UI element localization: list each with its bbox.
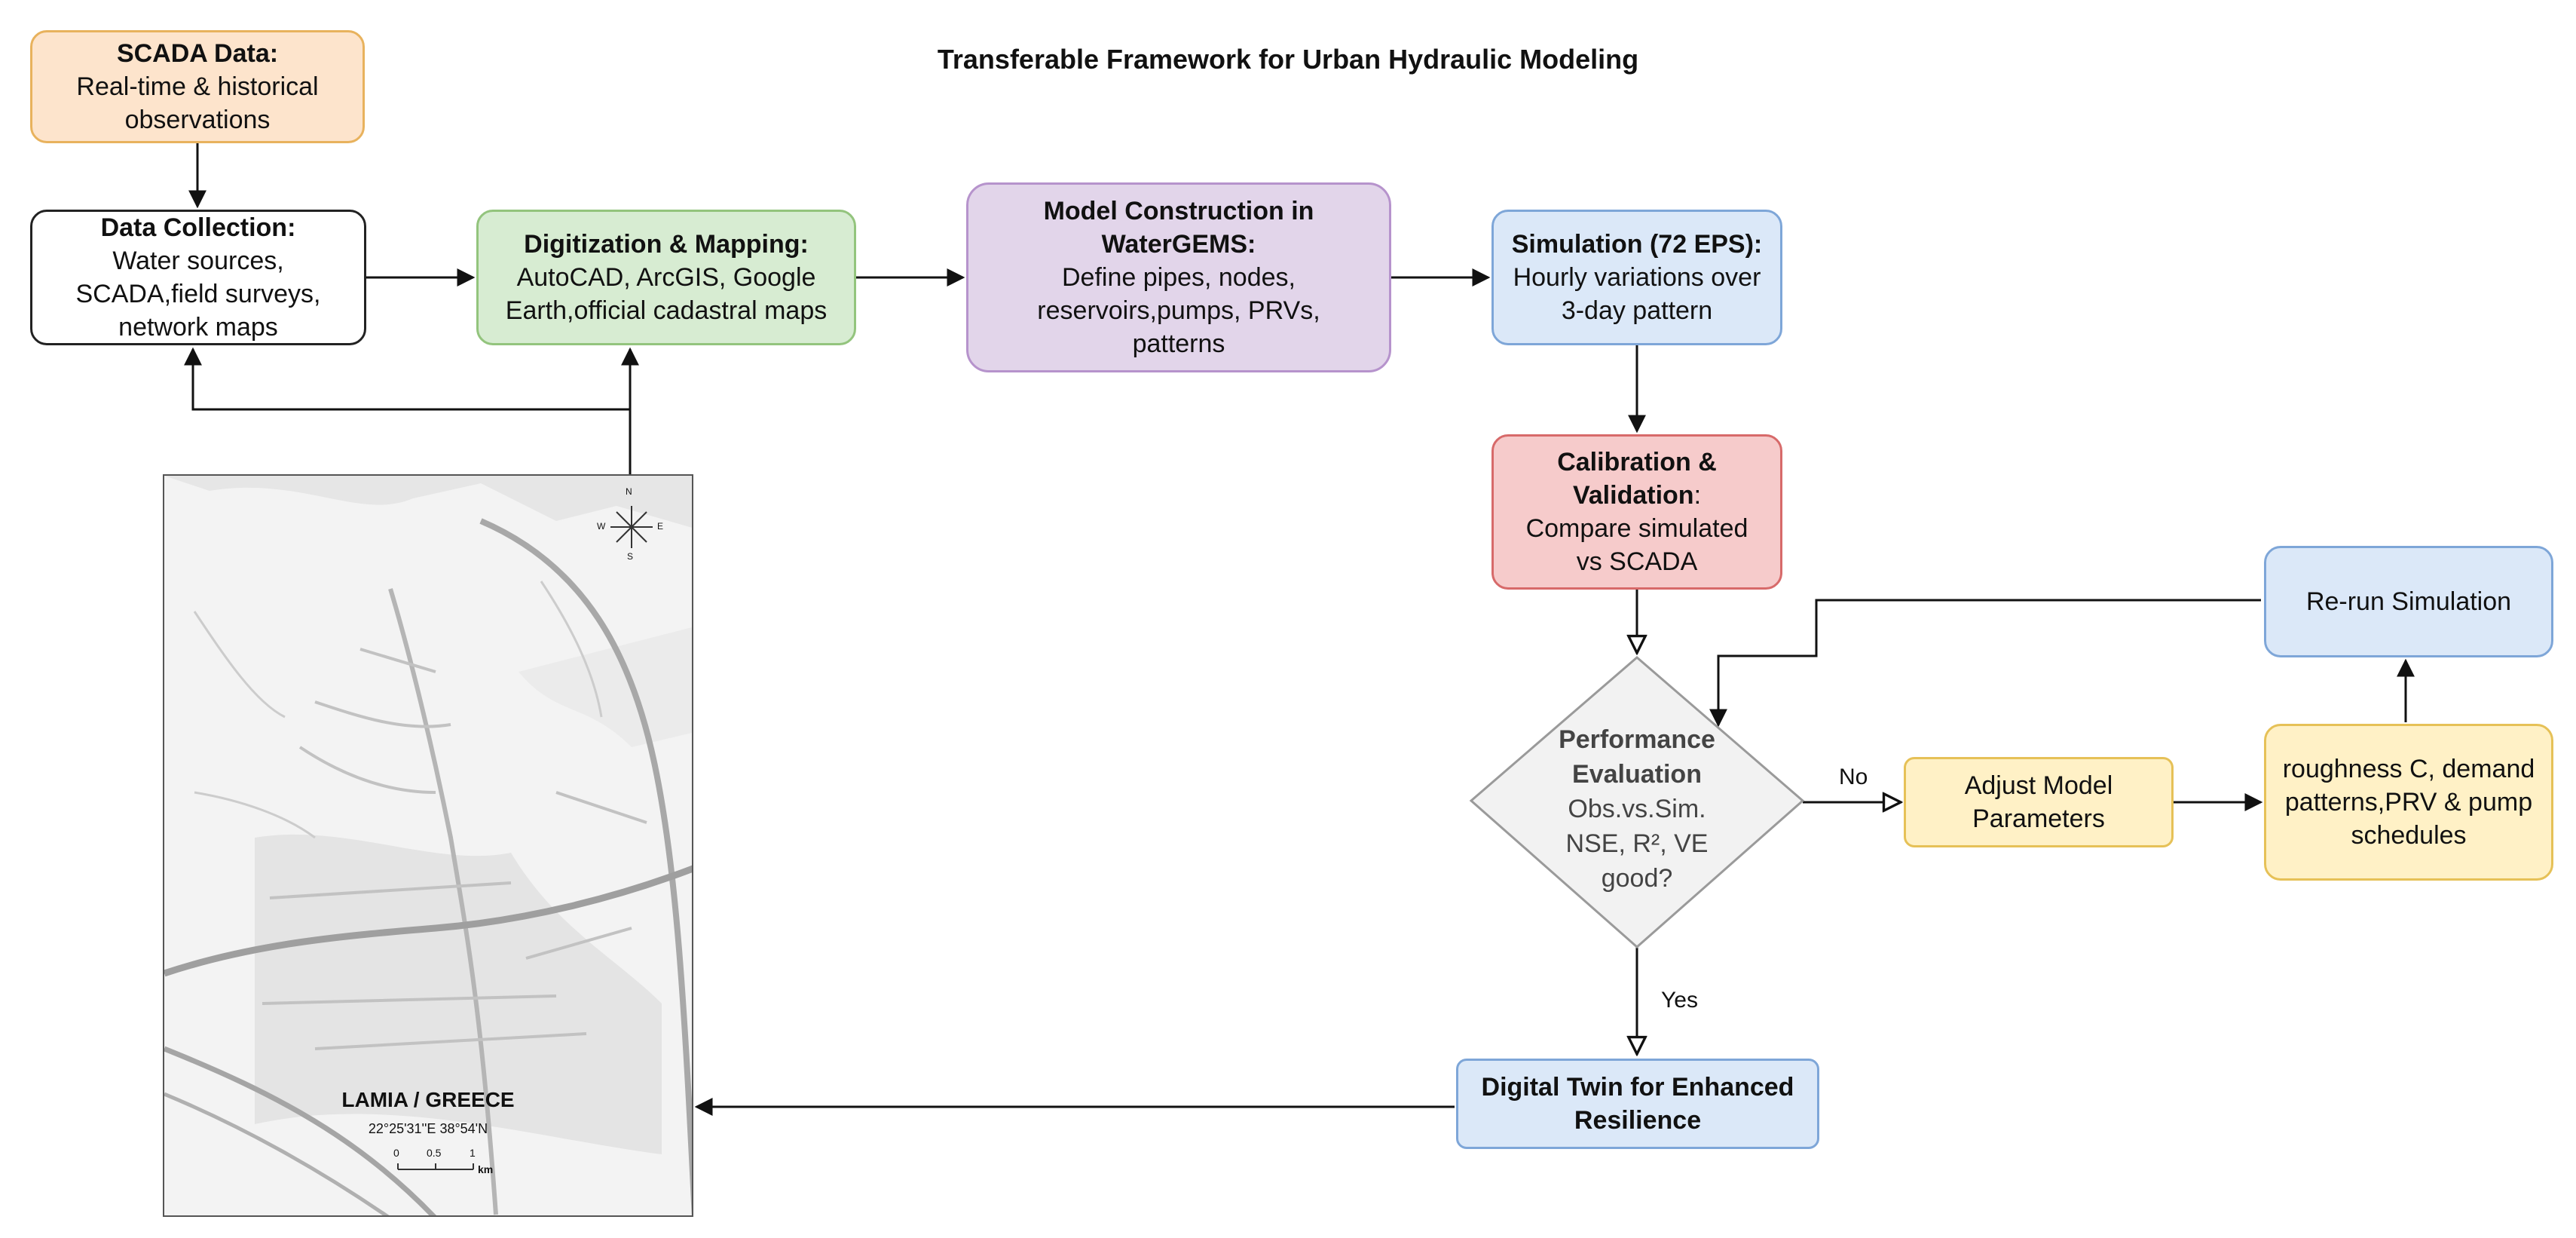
evaluation-title-2: Evaluation xyxy=(1572,760,1702,789)
evaluation-body-2: NSE, R², VE xyxy=(1565,829,1709,858)
collection-body-3: network maps xyxy=(118,313,278,342)
model-body-1: Define pipes, nodes, xyxy=(1062,263,1296,292)
compass-s: S xyxy=(627,551,634,562)
digital-twin-node: Digital Twin for Enhanced Resilience xyxy=(1456,1059,1819,1149)
digitization-body-2: Earth,official cadastral maps xyxy=(505,296,828,325)
edge-label-no: No xyxy=(1839,765,1868,789)
collection-body-2: SCADA,field surveys, xyxy=(75,280,321,308)
parameters-body-2: patterns,PRV & pump xyxy=(2284,788,2533,817)
digitization-title: Digitization & Mapping: xyxy=(524,230,809,259)
twin-title-2: Resilience xyxy=(1574,1106,1702,1135)
compass-n: N xyxy=(626,486,632,497)
twin-title-1: Digital Twin for Enhanced xyxy=(1481,1073,1794,1102)
calibration-body-2: vs SCADA xyxy=(1576,547,1698,576)
collection-title: Data Collection: xyxy=(100,213,296,242)
scada-body-1: Real-time & historical xyxy=(76,72,319,101)
parameters-body-1: roughness C, demand xyxy=(2282,755,2535,783)
scale-bar xyxy=(397,1163,474,1170)
adjust-body-2: Parameters xyxy=(1972,804,2105,833)
model-body-3: patterns xyxy=(1132,329,1225,358)
evaluation-body-1: Obs.vs.Sim. xyxy=(1568,795,1706,823)
simulation-title: Simulation (72 EPS): xyxy=(1511,230,1763,259)
calibration-title-2: Validation xyxy=(1572,481,1694,510)
compass-icon xyxy=(610,506,653,548)
model-construction-node: Model Construction in WaterGEMS: Define … xyxy=(966,182,1391,372)
model-body-2: reservoirs,pumps, PRVs, xyxy=(1037,296,1320,325)
scada-title: SCADA Data: xyxy=(116,39,279,68)
compass-w: W xyxy=(597,521,606,532)
data-collection-node: Data Collection: Water sources, SCADA,fi… xyxy=(30,210,366,345)
edge-rerun-to-evaluation xyxy=(1709,599,2261,728)
simulation-body-2: 3-day pattern xyxy=(1561,296,1713,325)
adjust-parameters-node: Adjust Model Parameters xyxy=(1904,757,2174,847)
edge-map-to-collection xyxy=(184,347,632,474)
adjust-body-1: Adjust Model xyxy=(1964,771,2113,800)
map-place-name: LAMIA / GREECE xyxy=(341,1088,515,1111)
scale-tick-0: 0 xyxy=(393,1147,399,1159)
parameters-node: roughness C, demand patterns,PRV & pump … xyxy=(2264,724,2553,881)
digitization-body-1: AutoCAD, ArcGIS, Google xyxy=(516,263,816,292)
calibration-title-1: Calibration & xyxy=(1557,448,1717,477)
scada-body-2: observations xyxy=(124,106,271,134)
scada-data-node: SCADA Data: Real-time & historical obser… xyxy=(30,30,365,143)
scale-tick-0-5: 0.5 xyxy=(427,1147,442,1159)
digitization-node: Digitization & Mapping: AutoCAD, ArcGIS,… xyxy=(476,210,856,345)
city-map: N S W E LAMIA / GREECE 22°25'31''E 38°54… xyxy=(163,474,693,1217)
map-coordinates: 22°25'31''E 38°54'N xyxy=(368,1121,488,1136)
evaluation-diamond xyxy=(1469,656,1805,948)
evaluation-text: Performance Evaluation Obs.vs.Sim. NSE, … xyxy=(1479,722,1795,896)
simulation-body-1: Hourly variations over xyxy=(1513,263,1761,292)
parameters-body-3: schedules xyxy=(2351,821,2467,850)
edge-label-yes: Yes xyxy=(1661,988,1698,1013)
simulation-node: Simulation (72 EPS): Hourly variations o… xyxy=(1491,210,1782,345)
calibration-title-colon: : xyxy=(1693,481,1702,510)
diagram-title: Transferable Framework for Urban Hydraul… xyxy=(937,44,1639,75)
model-title-1: Model Construction in xyxy=(1043,197,1314,225)
scale-unit: km xyxy=(478,1163,494,1175)
calibration-body-1: Compare simulated xyxy=(1525,514,1748,543)
evaluation-title-1: Performance xyxy=(1559,725,1715,754)
rerun-simulation-node: Re-run Simulation xyxy=(2264,546,2553,657)
model-title-2: WaterGEMS: xyxy=(1101,230,1256,259)
rerun-body: Re-run Simulation xyxy=(2305,587,2512,616)
scale-tick-1: 1 xyxy=(470,1147,476,1159)
map-graphic xyxy=(164,476,692,1215)
evaluation-body-3: good? xyxy=(1601,864,1673,893)
compass-e: E xyxy=(657,521,664,532)
calibration-node: Calibration & Validation: Compare simula… xyxy=(1491,434,1782,590)
collection-body-1: Water sources, xyxy=(112,247,284,275)
